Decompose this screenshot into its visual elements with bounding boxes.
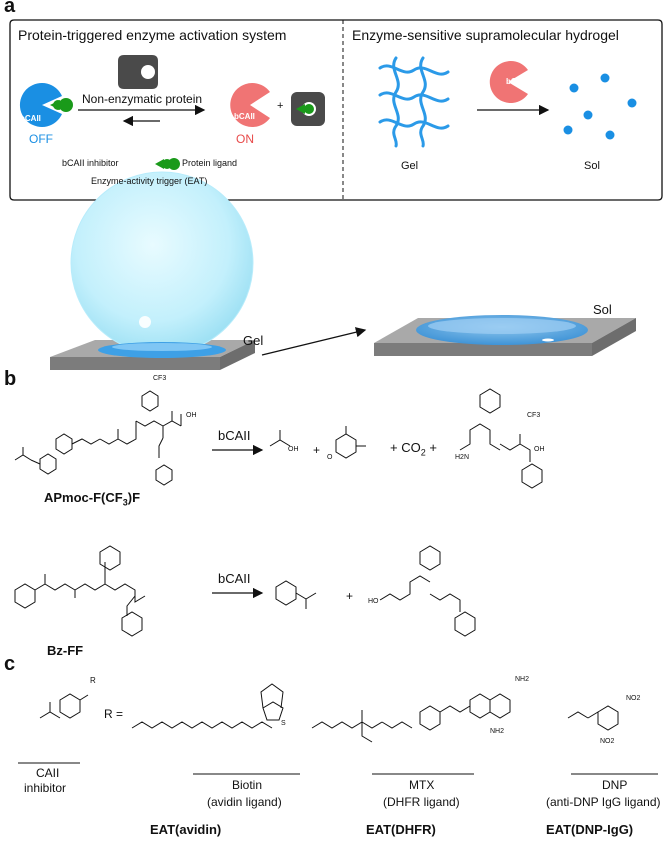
plus-sign: +	[277, 100, 284, 112]
co2-end: +	[425, 440, 437, 455]
apmoc-name-main: APmoc-F(CF	[44, 490, 123, 505]
oh-acetic: OH	[288, 446, 299, 453]
protein-ligand-complex-icon	[291, 92, 325, 126]
caii-inhibitor-structure	[18, 693, 89, 764]
nh2-top: NH2	[515, 676, 530, 683]
apmoc-structure	[14, 390, 182, 486]
mtx-sub-label: (DHFR ligand)	[383, 795, 460, 809]
mtx-label: MTX	[409, 778, 435, 792]
ho-label: HO	[368, 598, 379, 605]
co2-sub: 2	[420, 447, 426, 458]
dnp-structure	[567, 705, 658, 775]
cf3-product: CF3	[527, 412, 541, 419]
r-equals: R =	[104, 707, 124, 721]
panel-c-label: c	[4, 653, 16, 675]
gel-drop-3d	[50, 171, 255, 370]
r-substituent: R	[90, 676, 96, 685]
gel-label: Gel	[401, 160, 419, 172]
bzff-structure	[14, 545, 146, 637]
apmoc-name: APmoc-F(CF3)F	[44, 490, 140, 508]
reaction2-enzyme: bCAII	[218, 571, 251, 586]
gel-mesh-icon	[378, 56, 450, 148]
on-enzyme-label: bCAII	[234, 112, 255, 121]
gel-3d-label: Gel	[243, 333, 264, 348]
caii-label: CAII	[36, 766, 60, 780]
dnp-sub-label: (anti-DNP IgG ligand)	[546, 795, 661, 809]
sol-label: Sol	[584, 160, 600, 172]
sol-3d-label: Sol	[593, 302, 612, 317]
cf3-label: CF3	[153, 375, 167, 382]
eat-label: Enzyme-activity trigger (EAT)	[91, 176, 208, 186]
on-label: ON	[236, 132, 254, 146]
arrow-label: Non-enzymatic protein	[82, 92, 203, 106]
s-label: S	[281, 720, 286, 727]
panel-b-label: b	[4, 368, 17, 390]
off-enzyme-label: bCAII	[20, 114, 41, 123]
oh-label-1: OH	[186, 412, 197, 419]
o-quinone: O	[327, 454, 333, 461]
apmoc-name-sub: 3	[122, 497, 128, 508]
eat-ligand-icon	[155, 158, 180, 170]
no2-bottom: NO2	[600, 738, 615, 745]
biotin-label: Biotin	[232, 778, 263, 792]
reaction1-products	[269, 388, 543, 489]
sol-dots-icon	[563, 73, 637, 140]
dnp-label: DNP	[602, 778, 628, 792]
nh2-bottom: NH2	[490, 728, 505, 735]
no2-top: NO2	[626, 695, 641, 702]
right-title: Enzyme-sensitive supramolecular hydrogel	[352, 27, 619, 43]
mtx-structure	[311, 693, 511, 775]
sol-puddle-3d	[374, 315, 636, 356]
eat-dnp-igg-label: EAT(DNP-IgG)	[546, 822, 634, 837]
gel-to-sol-3d-arrow	[261, 327, 367, 356]
bzff-name: Bz-FF	[47, 643, 84, 658]
bcaii-enzyme-icon	[489, 61, 528, 103]
off-label: OFF	[29, 132, 53, 146]
co2-label: + CO2 +	[390, 440, 437, 458]
biotin-sub-label: (avidin ligand)	[207, 795, 282, 809]
bzff-products	[275, 545, 476, 637]
enzyme-label-right: bCAII	[506, 77, 527, 86]
ligand-label: Protein ligand	[182, 158, 238, 168]
panel-a-label: a	[4, 0, 16, 17]
non-enzymatic-protein-icon	[118, 55, 158, 89]
apmoc-name-end: )F	[127, 490, 141, 505]
plus-2: +	[346, 589, 354, 603]
biotin-structure	[131, 683, 300, 775]
reaction1-enzyme: bCAII	[218, 428, 251, 443]
co2-text: + CO	[390, 440, 421, 455]
inhibitor-label-c: inhibitor	[24, 781, 67, 795]
eat-avidin-label: EAT(avidin)	[150, 822, 222, 837]
plus-1: +	[313, 443, 321, 457]
left-title: Protein-triggered enzyme activation syst…	[18, 27, 287, 43]
bcaii-off-enzyme-icon	[19, 83, 73, 128]
bcaii-on-enzyme-icon	[230, 83, 270, 128]
eat-dhfr-label: EAT(DHFR)	[366, 822, 436, 837]
h2n-label: H2N	[455, 454, 470, 461]
oh-product: OH	[534, 446, 545, 453]
inhibitor-label: bCAII inhibitor	[62, 158, 119, 168]
